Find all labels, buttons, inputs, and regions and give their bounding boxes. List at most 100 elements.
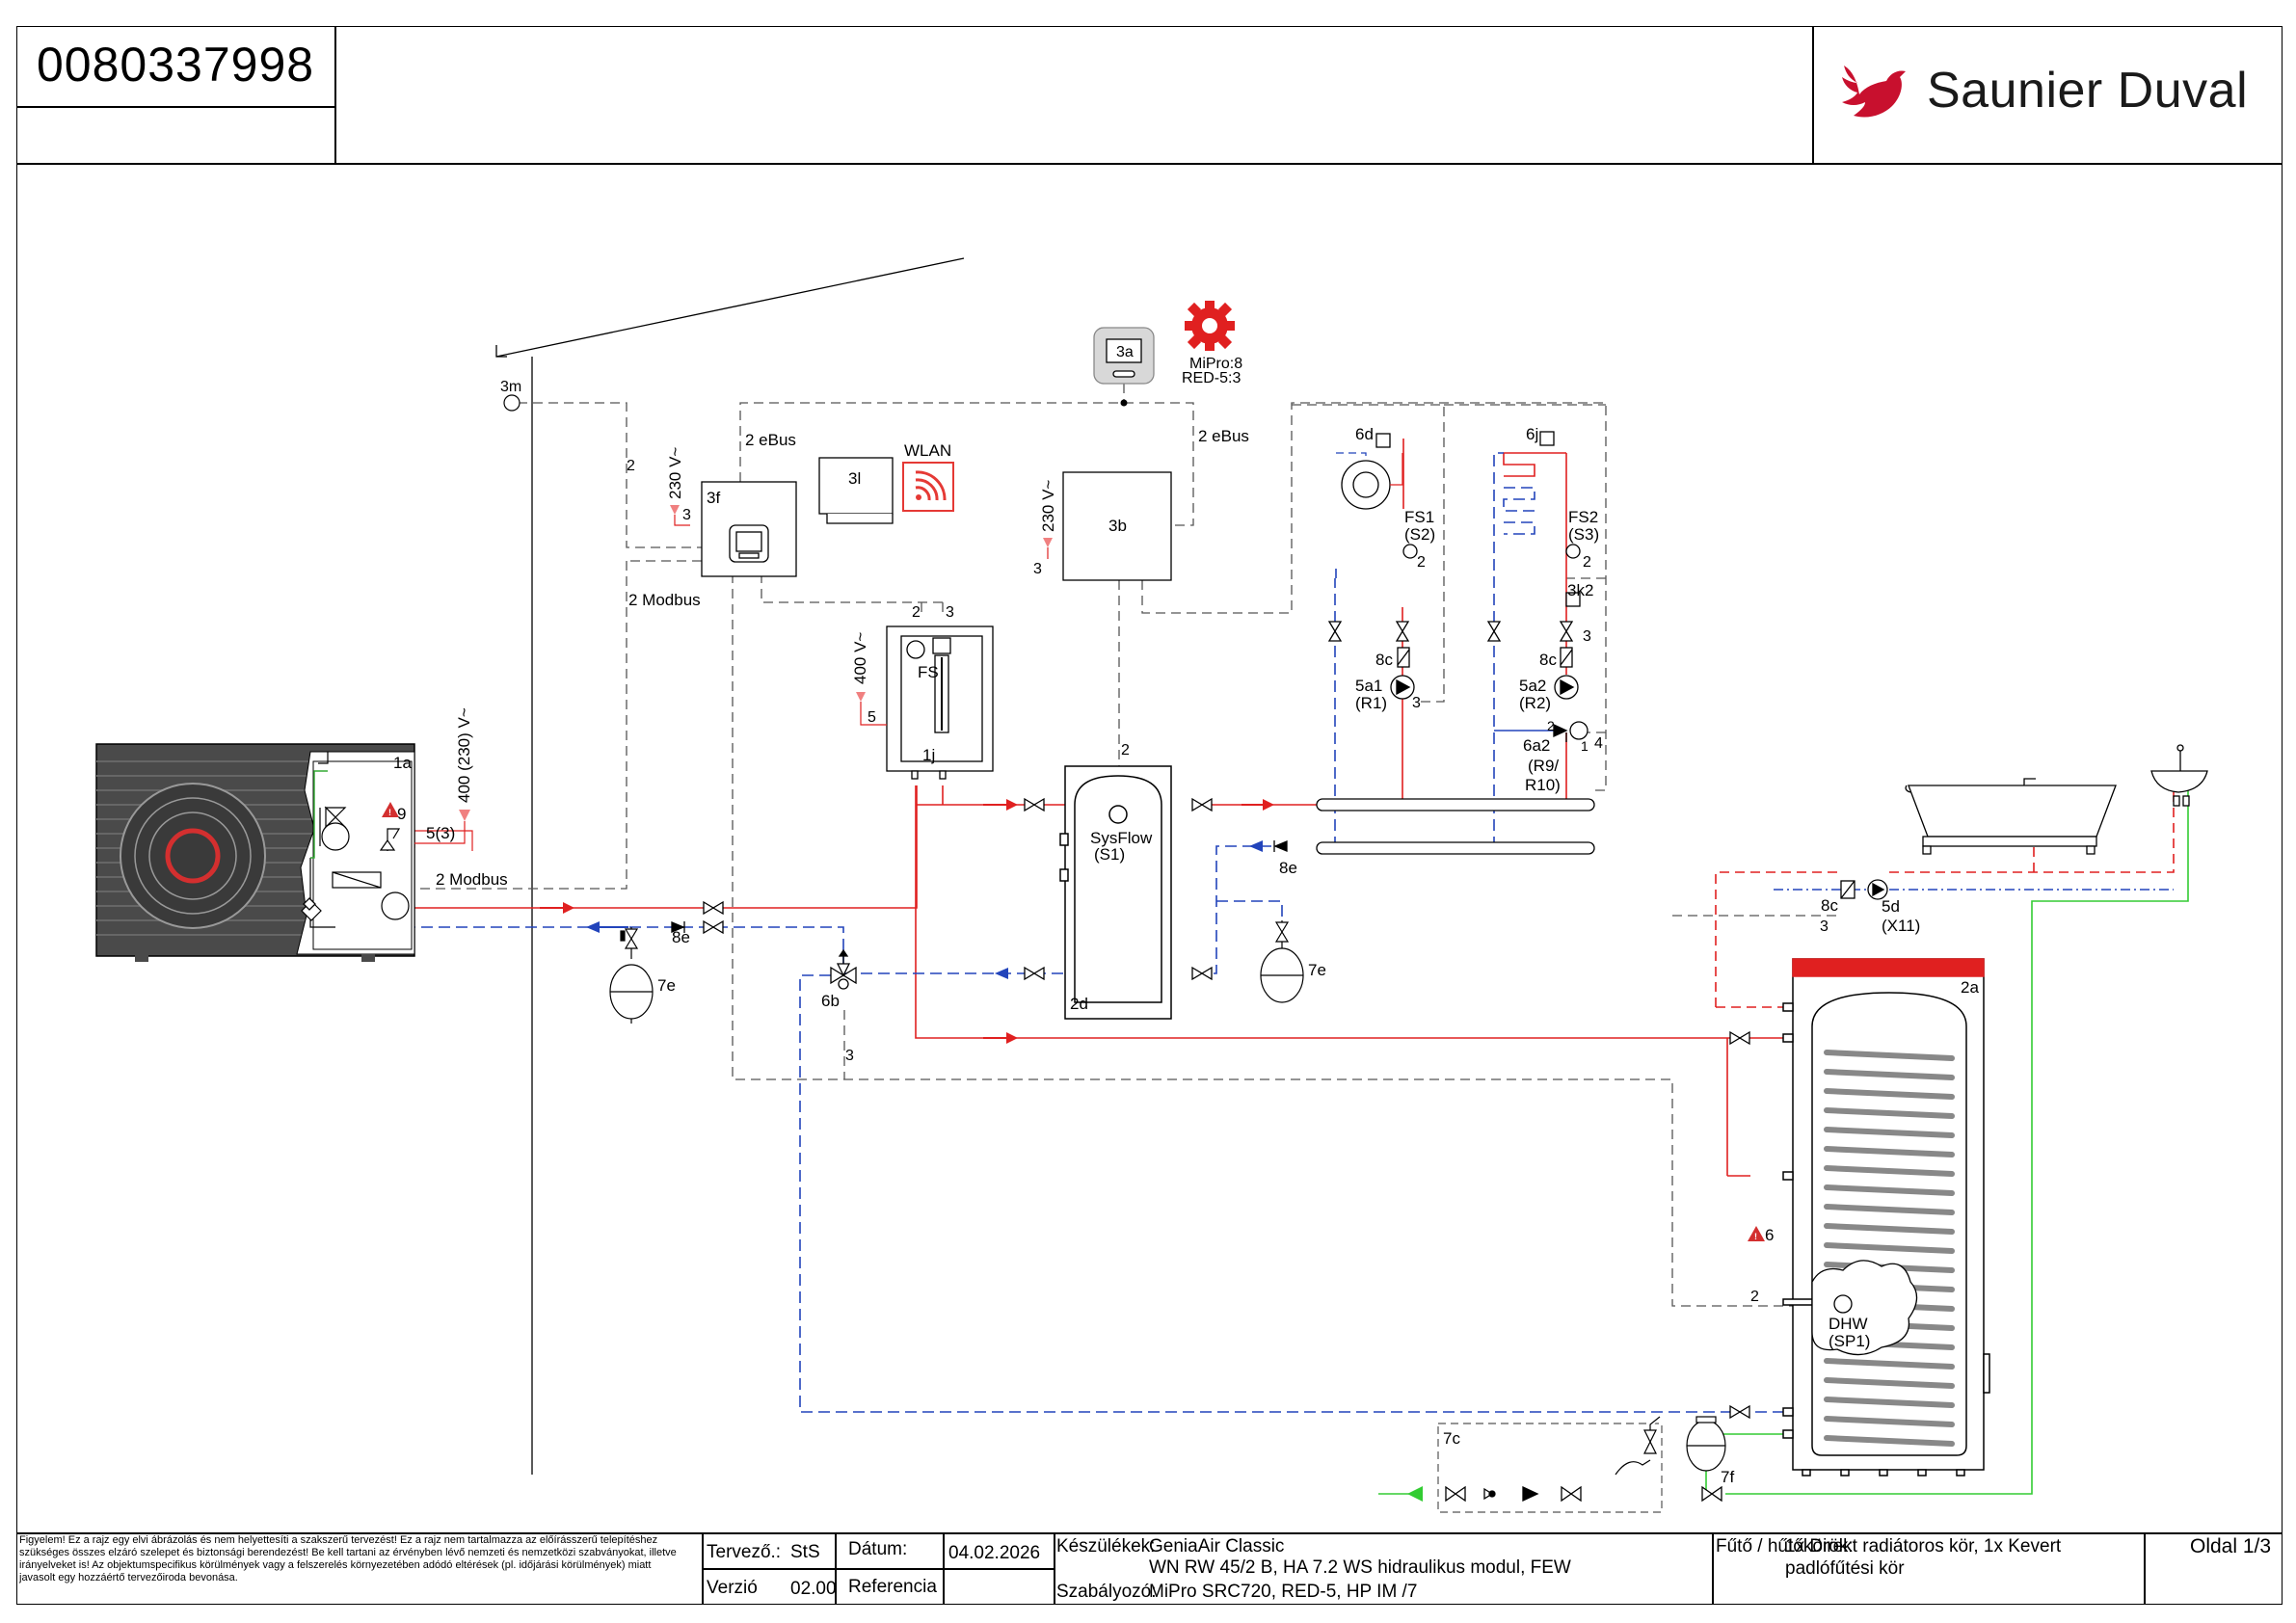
- power-supply-leads: [414, 515, 1049, 844]
- mixer-6a2-id2: R10): [1525, 776, 1561, 794]
- cold-water-piping: [1378, 790, 2189, 1495]
- room-remote-3a: [1093, 327, 1155, 385]
- cable-5-3: 5(3): [426, 824, 455, 842]
- sysflow-label: SysFlow: [1090, 829, 1153, 847]
- voltage-230-b: 230 V~: [1039, 480, 1057, 532]
- cable-2: 2: [1121, 742, 1130, 758]
- wlan-label: WLAN: [904, 441, 951, 460]
- dhw-sensor-cloud: [1811, 1260, 1918, 1356]
- header-divider: [16, 106, 334, 108]
- flow-arrow: [586, 921, 600, 933]
- buffer-tank: [1059, 765, 1172, 1020]
- ball-valves: [303, 621, 1750, 1503]
- pump-5a2-label: 5a2: [1519, 677, 1546, 695]
- floor-heating-circuit: [1539, 431, 1589, 742]
- devices-line1: GeniaAir Classic: [1149, 1536, 1285, 1556]
- controller-3f-label: 3f: [707, 489, 720, 507]
- building-outline: [495, 257, 965, 1475]
- warning-9-label: 9: [397, 805, 406, 823]
- dhw-tank-label: 2a: [1961, 978, 1979, 997]
- remote-label: 3a: [1116, 344, 1134, 360]
- header-divider: [1812, 26, 1814, 164]
- cable-2: 2: [627, 458, 635, 474]
- fs-label: FS: [918, 663, 939, 681]
- svg-text:!: !: [1754, 1232, 1757, 1241]
- mipro-label: MiPro:8: [1189, 356, 1242, 372]
- modbus-label-2: 2 Modbus: [436, 870, 508, 889]
- dhw-id: (SP1): [1829, 1332, 1870, 1350]
- expansion-tank-right: [1260, 920, 1304, 1003]
- check-valve-left-label: 8e: [672, 928, 690, 946]
- dhw-exp-label: 7f: [1721, 1468, 1734, 1486]
- dhw-tank: [1782, 958, 1990, 1477]
- date-value: 04.02.2026: [948, 1543, 1041, 1563]
- bus-junction: [1120, 399, 1128, 407]
- mixer-cable-2: 2: [1547, 718, 1555, 733]
- ebus-label-1: 2 eBus: [745, 431, 796, 449]
- flow-arrow: [1407, 1486, 1423, 1502]
- mixer-6a2-id: (R9/: [1528, 757, 1559, 775]
- fs1-label: FS1: [1404, 508, 1434, 526]
- warning-icon-6: !: [1748, 1226, 1765, 1241]
- voltage-400-230: 400 (230) V~: [455, 707, 473, 803]
- heating-line2: padlófűtési kör: [1785, 1558, 1905, 1579]
- radiator-valve-label: 6d: [1355, 425, 1374, 443]
- cable-3: 3: [1033, 561, 1042, 577]
- page-number: Oldal 1/3: [2190, 1535, 2272, 1557]
- flow-arrow: [1249, 840, 1263, 852]
- exp-tank-right-label: 7e: [1308, 961, 1326, 979]
- mixer-cable-4: 4: [1594, 735, 1603, 752]
- pump-5a1-label: 5a1: [1355, 677, 1382, 695]
- fs2-cable-label: 2: [1583, 554, 1591, 571]
- pump-5a2-id: (R2): [1519, 694, 1551, 712]
- voltage-400: 400 V~: [851, 632, 869, 684]
- hp-internal-green: [310, 770, 328, 859]
- heating-label: Fűtő / hűtőkörök:: [1716, 1536, 1854, 1556]
- check-8c-1-label: 8c: [1375, 651, 1393, 669]
- dhw-sensor-cable: 2: [1750, 1289, 1759, 1305]
- brand-name: Saunier Duval: [1927, 63, 2249, 119]
- radiator-circuit: [1336, 433, 1418, 700]
- cable-2: 2: [912, 604, 921, 621]
- controller-value: MiPro SRC720, RED-5, HP IM /7: [1149, 1582, 1418, 1602]
- wlan-icon: [902, 462, 954, 512]
- heat-pump-label: 1a: [393, 754, 412, 772]
- outdoor-sensor-icon: [503, 394, 521, 412]
- hydro-module-label: 1j: [922, 746, 935, 764]
- designer-label: Tervező.:: [707, 1542, 782, 1562]
- circ-pump-id: (X11): [1882, 917, 1920, 935]
- cable-3: 3: [946, 604, 954, 621]
- fs1-id: (S2): [1404, 525, 1435, 544]
- outdoor-sensor-label: 3m: [500, 379, 521, 395]
- fs2-id: (S3): [1568, 525, 1599, 544]
- red-label: RED-5:3: [1182, 370, 1241, 386]
- safety-valve: [1615, 1416, 1661, 1476]
- thermostat-3k2-label: 3k2: [1567, 581, 1593, 599]
- pump-5a1-id: (R1): [1355, 694, 1387, 712]
- title-block-divider: [835, 1532, 837, 1605]
- version-label: Verzió: [707, 1578, 758, 1598]
- title-block-divider: [702, 1568, 1054, 1570]
- designer-value: StS: [790, 1542, 820, 1562]
- date-label: Dátum:: [848, 1539, 908, 1559]
- drawing-frame: [16, 26, 2283, 1605]
- heat-pump-internals: [301, 752, 410, 928]
- brand-logo: Saunier Duval: [1836, 58, 2248, 123]
- buffer-label: 2d: [1070, 995, 1088, 1013]
- cable-3: 3: [845, 1048, 854, 1064]
- floor-valve-label: 6j: [1526, 425, 1538, 443]
- circ-check-label: 8c: [1821, 896, 1838, 915]
- expansion-tank-dhw: [1686, 1416, 1726, 1472]
- circ-pump-label: 5d: [1882, 897, 1900, 916]
- electrical-wiring: [403, 384, 1836, 1307]
- pump-5a1-cable: 3: [1412, 695, 1421, 711]
- bird-logo-icon: [1842, 66, 1906, 118]
- cable-5: 5: [868, 709, 876, 726]
- power-supply-markers: [459, 505, 1053, 821]
- heat-pump-outdoor-unit: [95, 743, 415, 962]
- gear-icon: [1185, 301, 1235, 351]
- check-8c-2-label: 8c: [1539, 651, 1557, 669]
- warning-icon-9: !: [382, 802, 399, 817]
- header-divider: [334, 26, 336, 164]
- module-3l: [818, 457, 894, 524]
